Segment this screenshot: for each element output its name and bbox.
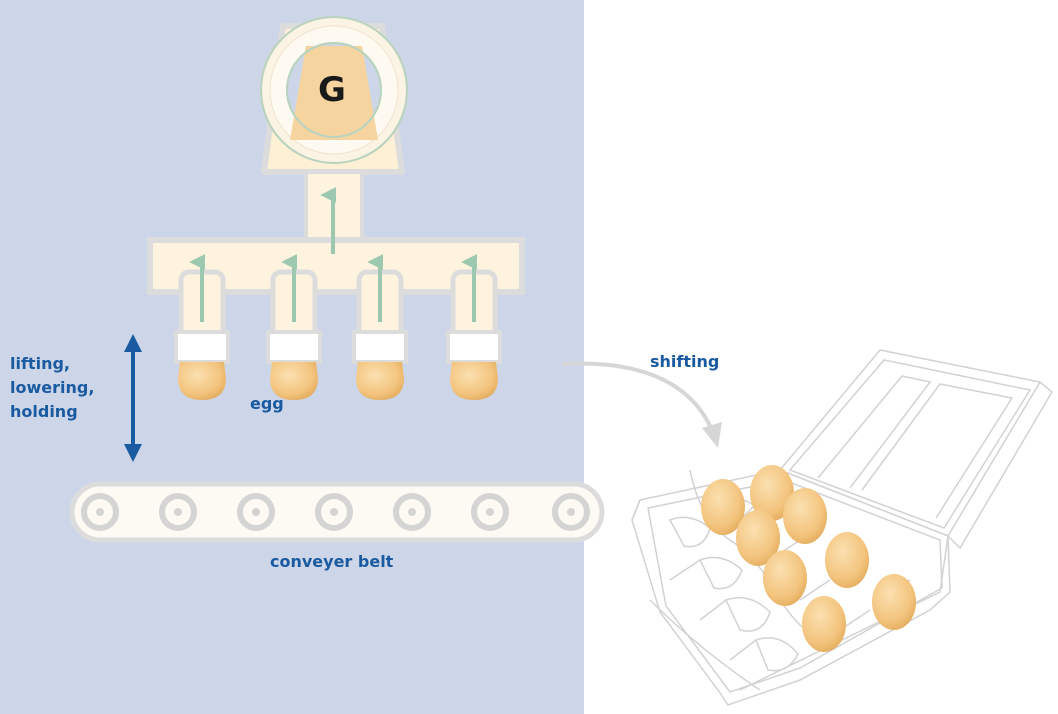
roller [159,493,197,531]
egg-label: egg [250,394,284,413]
carton-egg [872,574,916,630]
motion-label-line: lowering, [10,378,95,397]
motion-label: lifting, lowering, holding [10,352,94,424]
conveyer-belt-label: conveyer belt [270,552,394,571]
carton-eggs [701,465,916,652]
carton-egg [825,532,869,588]
roller [81,493,119,531]
carton-egg [750,465,794,521]
roller [552,493,590,531]
roller [315,493,353,531]
airflow-arrows [189,187,478,322]
generator [260,16,408,175]
motion-label-line: lifting, [10,354,70,373]
shifting-label: shifting [650,352,720,371]
carton-egg [701,479,745,535]
carton-egg [802,596,846,652]
generator-label: G [318,70,346,110]
roller [393,493,431,531]
carton-egg [736,510,780,566]
carton-egg [783,488,827,544]
motion-label-line: holding [10,402,78,421]
lift-lower-arrow [124,334,142,462]
roller [237,493,275,531]
carton-egg [763,550,807,606]
suction-cup [266,269,322,400]
conveyor-belt [69,481,605,543]
roller [471,493,509,531]
shifting-arrow [561,361,722,448]
